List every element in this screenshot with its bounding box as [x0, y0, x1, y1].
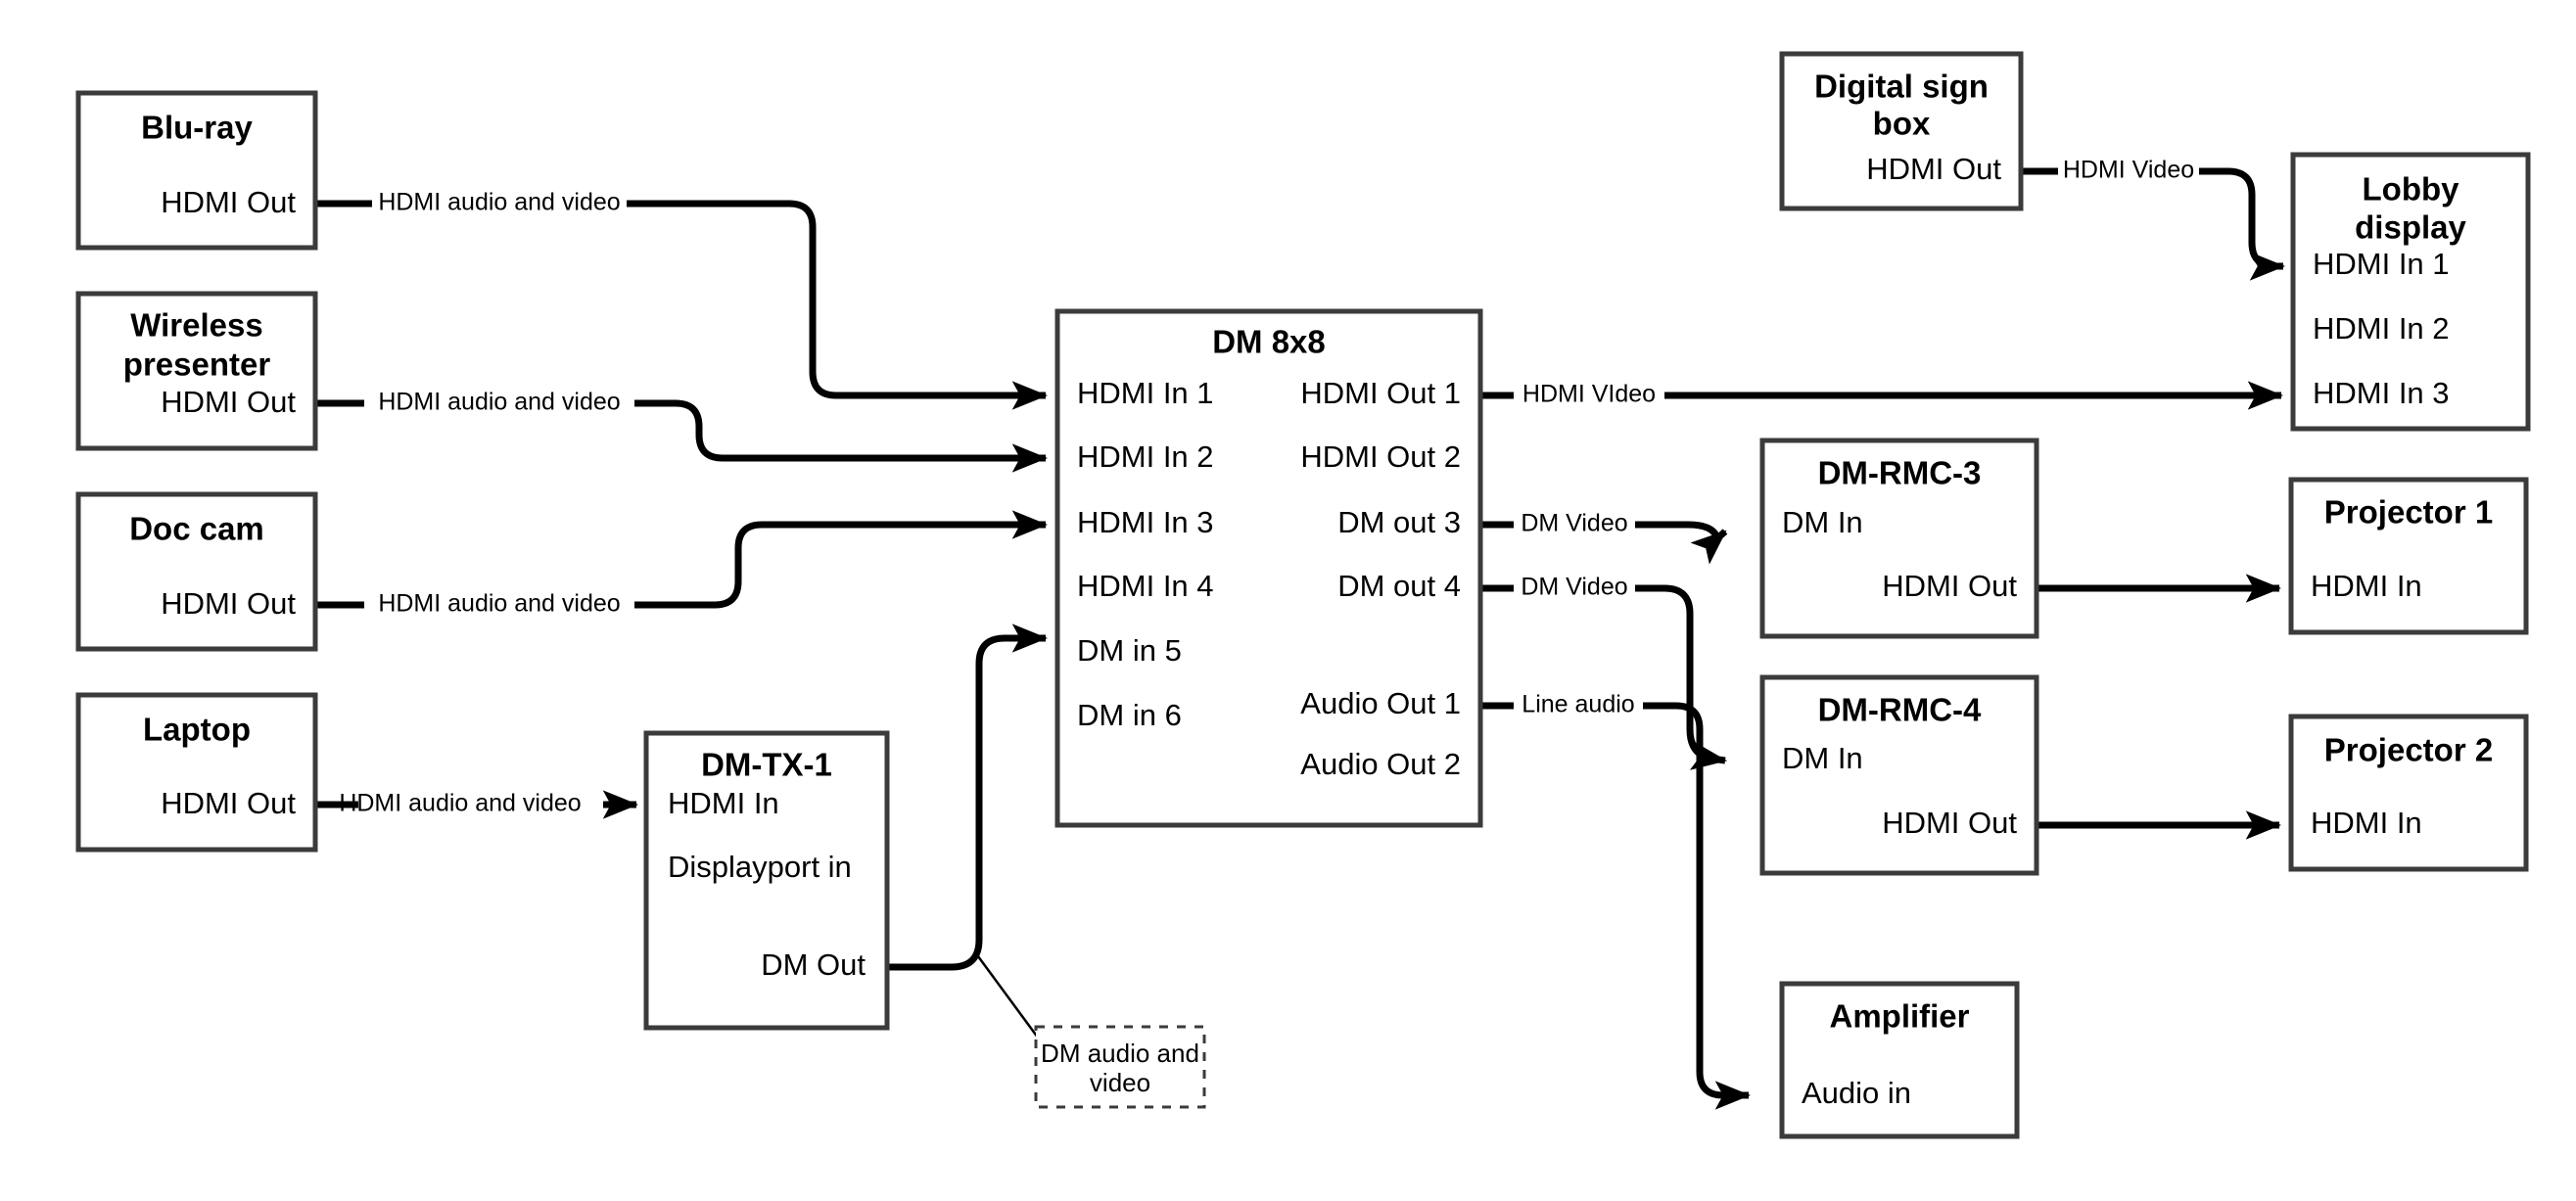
- dm-tx-1-title: DM-TX-1: [701, 747, 832, 783]
- wireless-presenter-port-hdmi-out: HDMI Out: [161, 385, 296, 419]
- node-projector-2[interactable]: Projector 2 HDMI In: [2288, 714, 2529, 872]
- edge-label-sign-lobby: HDMI Video: [2063, 157, 2194, 184]
- node-lobby-display[interactable]: Lobby display HDMI In 1 HDMI In 2 HDMI I…: [2290, 152, 2531, 432]
- dm-8x8-port-dm-out-3: DM out 3: [1337, 505, 1461, 539]
- dm-8x8-port-hdmi-in-1: HDMI In 1: [1077, 376, 1214, 410]
- dm-tx-1-port-hdmi-in: HDMI In: [668, 786, 779, 820]
- connection-dm8x8-to-lobby: HDMI VIdeo: [1480, 381, 2284, 410]
- node-amplifier[interactable]: Amplifier Audio in: [1779, 981, 2020, 1139]
- lobby-display-port-hdmi-in-3: HDMI In 3: [2313, 376, 2450, 410]
- node-dm-8x8[interactable]: DM 8x8 HDMI In 1 HDMI In 2 HDMI In 3 HDM…: [1054, 308, 1483, 828]
- laptop-port-hdmi-out: HDMI Out: [161, 786, 296, 820]
- connection-wireless-to-dm8x8: HDMI audio and video: [315, 389, 1049, 473]
- dm-tx-1-port-displayport-in: Displayport in: [668, 850, 852, 884]
- edge-label-wireless: HDMI audio and video: [378, 389, 620, 416]
- node-digital-sign-box[interactable]: Digital sign box HDMI Out: [1779, 51, 2024, 211]
- dm-rmc-3-port-hdmi-out: HDMI Out: [1882, 569, 2017, 603]
- edge-label-audio1-amp: Line audio: [1522, 691, 1634, 718]
- projector-1-box[interactable]: [2288, 477, 2529, 635]
- edge-label-doc-cam: HDMI audio and video: [378, 590, 620, 618]
- blu-ray-title: Blu-ray: [141, 110, 253, 146]
- node-blu-ray[interactable]: Blu-ray HDMI Out: [75, 90, 318, 251]
- dm-rmc-4-port-hdmi-out: HDMI Out: [1882, 806, 2017, 840]
- dm-8x8-port-dm-in-5: DM in 5: [1077, 633, 1182, 668]
- node-dm-rmc-3[interactable]: DM-RMC-3 DM In HDMI Out: [1759, 438, 2039, 639]
- doc-cam-box[interactable]: [75, 491, 318, 652]
- dm-8x8-port-audio-out-1: Audio Out 1: [1300, 686, 1461, 720]
- digital-sign-box-title-line2: box: [1873, 106, 1931, 142]
- connection-dm8x8-to-rmc3: DM Video: [1480, 510, 1728, 565]
- lobby-display-title-line1: Lobby: [2363, 171, 2460, 208]
- lobby-display-port-hdmi-in-2: HDMI In 2: [2313, 311, 2450, 346]
- node-dm-tx-1[interactable]: DM-TX-1 HDMI In Displayport in DM Out: [643, 730, 890, 1031]
- callout-box: [1034, 1025, 1206, 1109]
- wireless-presenter-box[interactable]: [75, 291, 318, 451]
- dm-8x8-title: DM 8x8: [1212, 324, 1326, 360]
- callout-leader-line: [973, 951, 1040, 1039]
- node-doc-cam[interactable]: Doc cam HDMI Out: [75, 491, 318, 652]
- dm-8x8-port-hdmi-in-2: HDMI In 2: [1077, 439, 1214, 474]
- node-laptop[interactable]: Laptop HDMI Out: [75, 692, 318, 853]
- connection-dmtx-to-dm8x8: [887, 624, 1049, 1039]
- wireless-presenter-title-line1: Wireless: [130, 307, 262, 344]
- dm-8x8-port-dm-out-4: DM out 4: [1337, 569, 1461, 603]
- laptop-title: Laptop: [143, 712, 251, 748]
- lobby-display-box[interactable]: [2290, 152, 2531, 432]
- projector-1-title: Projector 1: [2324, 494, 2493, 531]
- dm-8x8-port-hdmi-in-4: HDMI In 4: [1077, 569, 1214, 603]
- callout-dm-audio-and-video: DM audio and video: [1034, 1025, 1206, 1109]
- edge-label-out4-rmc4: DM Video: [1521, 574, 1627, 601]
- callout-text-line1: DM audio and: [1041, 1039, 1199, 1068]
- callout-text-line2: video: [1090, 1068, 1150, 1097]
- edge-label-blu-ray: HDMI audio and video: [378, 189, 620, 216]
- projector-1-port-hdmi-in: HDMI In: [2311, 569, 2422, 603]
- connection-doc-cam-to-dm8x8: HDMI audio and video: [315, 510, 1049, 618]
- dm-tx-1-port-dm-out: DM Out: [761, 947, 866, 982]
- dm-8x8-port-hdmi-in-3: HDMI In 3: [1077, 505, 1214, 539]
- lobby-display-port-hdmi-in-1: HDMI In 1: [2313, 247, 2450, 281]
- laptop-box[interactable]: [75, 692, 318, 853]
- wireless-presenter-title-line2: presenter: [123, 346, 271, 383]
- dm-rmc-3-port-dm-in: DM In: [1782, 505, 1863, 539]
- dm-rmc-3-box[interactable]: [1759, 438, 2039, 639]
- blu-ray-box[interactable]: [75, 90, 318, 251]
- connection-dm8x8-to-amplifier: Line audio: [1480, 691, 1752, 1110]
- edge-label-out1-lobby: HDMI VIdeo: [1522, 381, 1656, 408]
- node-dm-rmc-4[interactable]: DM-RMC-4 DM In HDMI Out: [1759, 674, 2039, 876]
- dm-8x8-port-audio-out-2: Audio Out 2: [1300, 747, 1461, 781]
- edge-label-out3-rmc3: DM Video: [1521, 510, 1627, 537]
- doc-cam-port-hdmi-out: HDMI Out: [161, 586, 296, 621]
- projector-2-box[interactable]: [2288, 714, 2529, 872]
- projector-2-title: Projector 2: [2324, 732, 2493, 768]
- dm-rmc-4-port-dm-in: DM In: [1782, 741, 1863, 775]
- amplifier-title: Amplifier: [1829, 998, 1969, 1035]
- doc-cam-title: Doc cam: [129, 511, 264, 547]
- connection-blu-ray-to-dm8x8: HDMI audio and video: [315, 189, 1049, 410]
- blu-ray-port-hdmi-out: HDMI Out: [161, 185, 296, 219]
- dm-8x8-port-hdmi-out-1: HDMI Out 1: [1300, 376, 1461, 410]
- dm-8x8-port-dm-in-6: DM in 6: [1077, 698, 1182, 732]
- connection-laptop-to-dmtx: HDMI audio and video: [315, 790, 639, 819]
- dm-8x8-box[interactable]: [1054, 308, 1483, 828]
- dm-rmc-4-title: DM-RMC-4: [1818, 692, 1982, 728]
- connection-dm8x8-to-rmc4: DM Video: [1480, 574, 1728, 770]
- digital-sign-box-port-hdmi-out: HDMI Out: [1866, 152, 2001, 186]
- digital-sign-box-box[interactable]: [1779, 51, 2024, 211]
- amplifier-port-audio-in: Audio in: [1802, 1076, 1911, 1110]
- connection-sign-to-lobby: HDMI Video: [2021, 157, 2286, 281]
- lobby-display-title-line2: display: [2355, 209, 2466, 246]
- node-wireless-presenter[interactable]: Wireless presenter HDMI Out: [75, 291, 318, 451]
- projector-2-port-hdmi-in: HDMI In: [2311, 806, 2422, 840]
- amplifier-box[interactable]: [1779, 981, 2020, 1139]
- dm-tx-1-box[interactable]: [643, 730, 890, 1031]
- node-projector-1[interactable]: Projector 1 HDMI In: [2288, 477, 2529, 635]
- edge-label-laptop: HDMI audio and video: [339, 790, 581, 817]
- digital-sign-box-title-line1: Digital sign: [1814, 69, 1989, 105]
- dm-8x8-port-hdmi-out-2: HDMI Out 2: [1300, 439, 1461, 474]
- dm-rmc-3-title: DM-RMC-3: [1818, 455, 1982, 491]
- dm-rmc-4-box[interactable]: [1759, 674, 2039, 876]
